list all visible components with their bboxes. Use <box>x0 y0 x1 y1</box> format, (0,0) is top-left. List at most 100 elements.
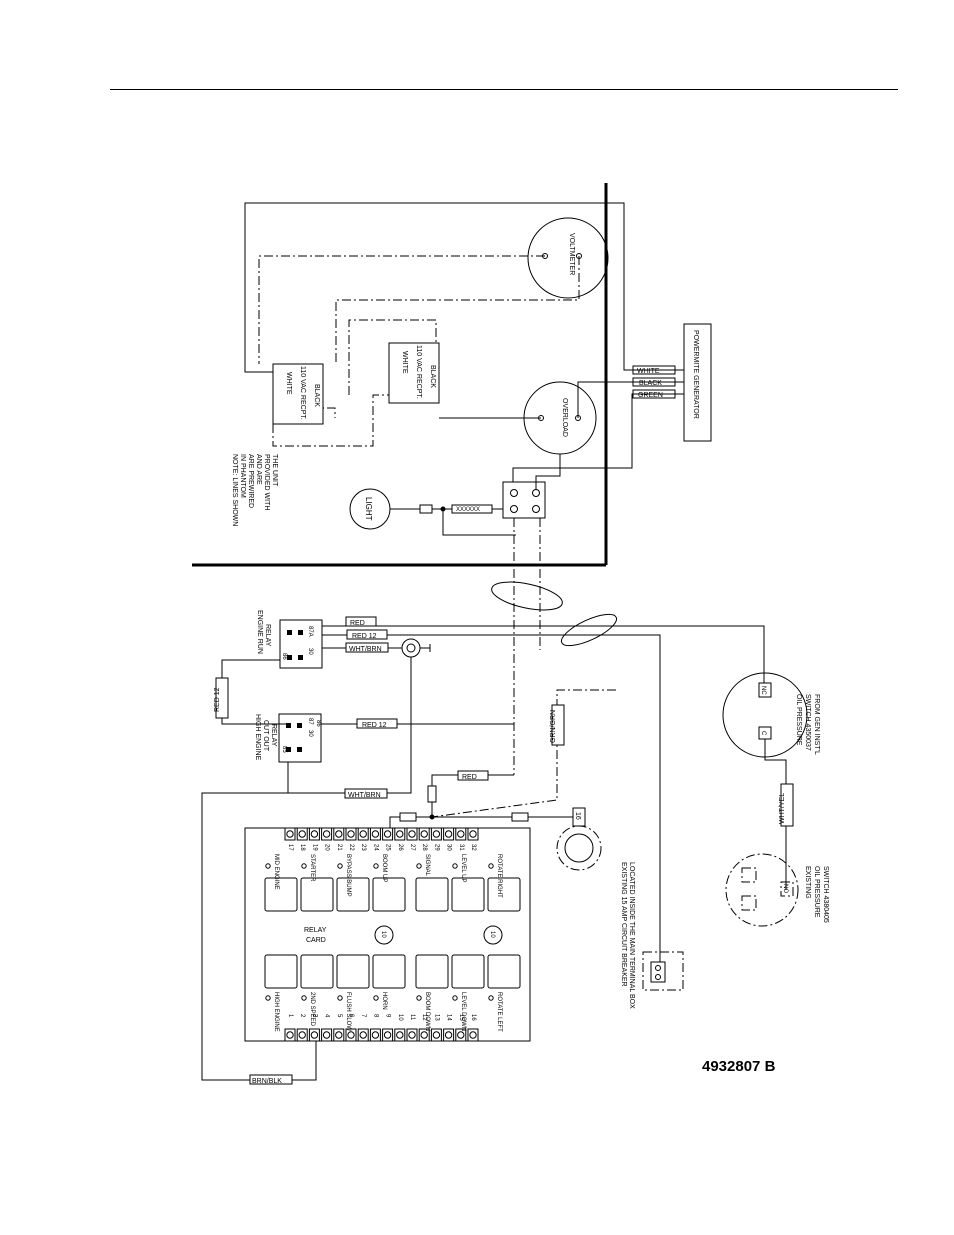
card-relay-array <box>264 863 521 1001</box>
terminal-screw-icon <box>432 1031 441 1039</box>
voltmeter-label: VOLTMETER <box>568 233 575 275</box>
card-relay-bottom <box>300 954 334 989</box>
conduit-loop-1 <box>491 581 563 611</box>
card-relay-top <box>415 877 449 912</box>
terminal-screw-icon <box>286 830 294 838</box>
card-relay-bottom <box>336 954 370 989</box>
breaker-note-line-1: EXISTING 15 AMP CIRCUIT BREAKER <box>620 862 627 987</box>
overload-label: OVERLOAD <box>561 398 568 437</box>
card-top-terminal <box>284 827 296 841</box>
terminal-screw-icon <box>396 830 404 838</box>
inline-fuse-label: XXXXXX <box>456 507 480 513</box>
generator-label: POWERMITE GENERATOR <box>692 330 699 419</box>
card-top-terminal-number: 20 <box>324 844 330 851</box>
terminal-screw-icon <box>457 830 465 838</box>
card-relay-top <box>300 877 334 912</box>
terminal-screw-icon <box>408 1031 416 1039</box>
card-led-icon <box>373 995 379 1001</box>
card-function-top: STARTER <box>309 854 315 882</box>
card-top-terminal-number: 27 <box>409 844 415 851</box>
phantom-voltmeter-to-recpt2 <box>335 256 580 364</box>
oil-switch-existing-label-1: EXISTING <box>804 866 811 899</box>
terminal-block <box>502 481 546 519</box>
card-led-icon <box>488 863 494 869</box>
card-bottom-terminal-number: 5 <box>336 1014 342 1018</box>
card-led-icon <box>301 863 307 869</box>
engine-relay-pin-87a: 87A <box>307 626 313 637</box>
phantom-voltmeter-to-recpt1 <box>258 255 545 364</box>
diode-card-left <box>399 812 417 822</box>
horn <box>556 825 602 871</box>
terminal-screw-icon <box>286 1031 294 1039</box>
receptacle-1-white: WHITE <box>285 372 292 395</box>
oil-pressure-switch-existing: NO EXISTING OIL PRESSURE SWITCH 4380405 <box>725 853 829 927</box>
terminal-screw-icon <box>359 830 367 838</box>
card-top-terminal <box>406 827 418 841</box>
cutout-relay-pin-86: 86 <box>315 720 321 727</box>
card-relay-top <box>372 877 406 912</box>
terminal-screw-icon <box>469 1031 477 1039</box>
card-relay-top <box>264 877 298 912</box>
card-top-terminal <box>455 827 467 841</box>
terminal-screw-icon <box>444 1031 453 1039</box>
card-top-terminal <box>369 827 381 841</box>
card-function-top: MID ENGINE <box>273 854 279 890</box>
wire-black-to-overload <box>577 381 684 418</box>
card-bottom-terminal <box>296 1028 308 1042</box>
light-diode <box>419 504 433 514</box>
card-bottom-terminal <box>394 1028 406 1042</box>
card-led-icon <box>416 995 422 1001</box>
terminal-screw-icon <box>408 830 416 838</box>
terminal-screw-icon <box>432 830 441 838</box>
card-bottom-terminal <box>321 1028 333 1042</box>
card-bottom-terminal-number: 2 <box>299 1014 305 1018</box>
terminal-screw-icon <box>457 1031 465 1039</box>
card-bottom-terminal-number: 13 <box>433 1014 439 1021</box>
card-bottom-terminal <box>284 1028 296 1042</box>
card-bottom-terminal-number: 6 <box>348 1014 354 1018</box>
conduit-loop-2 <box>560 613 618 647</box>
terminal-screw-icon <box>347 1031 355 1039</box>
terminal-screw-icon <box>383 830 392 838</box>
wire-brn-blk <box>201 792 317 1081</box>
card-relay-top <box>451 877 485 912</box>
receptacle-1-type: 110 VAC RECPT. <box>299 366 306 420</box>
card-bottom-terminal <box>382 1028 394 1042</box>
drawing-number: 4932807 B <box>702 1058 776 1075</box>
terminal-screw-icon <box>396 1031 404 1039</box>
card-top-terminal <box>443 827 455 841</box>
wire-tag-whtbrn-2 <box>344 788 388 799</box>
card-top-terminal-number: 31 <box>458 844 464 851</box>
card-function-top: BOOM UP <box>381 854 387 882</box>
card-top-terminal-number: 25 <box>385 844 391 851</box>
card-bottom-terminal-number: 12 <box>421 1014 427 1021</box>
card-bottom-terminal-number: 4 <box>324 1014 330 1018</box>
card-function-top: ROTATE RIGHT <box>496 854 502 898</box>
card-bottom-terminal <box>369 1028 381 1042</box>
relay-card-label-2: CARD <box>306 937 326 944</box>
terminal-screw-icon <box>371 830 380 838</box>
wire-label-red12-1: RED 12 <box>352 633 377 640</box>
card-relay-top <box>487 877 521 912</box>
oil-switch-existing-label-2: OIL PRESSURE <box>813 866 820 918</box>
engine-run-relay-label-1: ENGINE RUN <box>256 610 263 654</box>
wire-label-red-1: RED <box>350 620 365 627</box>
card-top-terminal <box>357 827 369 841</box>
wire-label-brnblk: BRN/BLK <box>252 1078 282 1085</box>
terminal-screw-icon <box>383 1031 392 1039</box>
phantom-recpt2-top <box>348 319 437 395</box>
wire-tag-brnblk <box>249 1074 293 1085</box>
terminal-screw-icon <box>420 830 428 838</box>
card-relay-bottom <box>415 954 449 989</box>
terminal-screw-icon <box>310 1031 319 1039</box>
card-bottom-terminal-number: 14 <box>446 1014 452 1021</box>
card-bottom-terminal <box>357 1028 369 1042</box>
card-led-icon <box>265 995 271 1001</box>
terminal-screw-icon <box>335 830 343 838</box>
oil-switch-c: C <box>760 731 766 736</box>
engine-run-relay-label-2: RELAY <box>264 624 271 647</box>
wire-tag-grngrn <box>551 704 565 746</box>
wire-tag-whtbrn-1 <box>345 642 389 653</box>
card-bottom-terminal <box>443 1028 455 1042</box>
